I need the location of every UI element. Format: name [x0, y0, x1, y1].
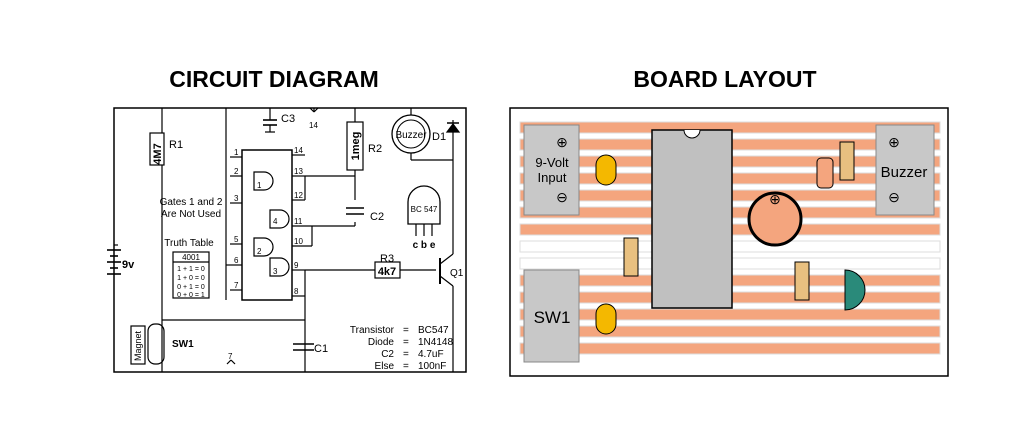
- pin-number: 9: [294, 261, 299, 270]
- truth-row: 0 + 0 = 1: [177, 292, 205, 299]
- gates-note-line1: Gates 1 and 2: [160, 197, 223, 208]
- pin-number: 2: [234, 167, 239, 176]
- minus-icon: ⊖: [888, 189, 900, 205]
- copper-strip: [519, 342, 941, 355]
- gates-note-line2: Are Not Used: [161, 209, 221, 220]
- magnet-label: Magnet: [133, 330, 143, 361]
- board-layout-title: BOARD LAYOUT: [633, 66, 817, 92]
- pin-number: 1: [234, 148, 239, 157]
- transistor-body-label: BC 547: [411, 205, 438, 214]
- pin-number: 13: [294, 167, 303, 176]
- c3-ref: C3: [281, 113, 295, 125]
- pin-number: 11: [294, 217, 303, 226]
- q1-ref: Q1: [450, 268, 464, 279]
- input-terminal: [523, 124, 580, 216]
- c1-ref: C1: [314, 343, 328, 355]
- gate-number: 4: [273, 217, 278, 226]
- copper-strip: [519, 325, 941, 338]
- parts-name: Else: [375, 361, 395, 372]
- input-label-line2: Input: [538, 170, 567, 185]
- resistor: [839, 141, 855, 181]
- buzzer-terminal: [875, 124, 935, 216]
- battery-label: 9v: [122, 259, 135, 271]
- pin7-bottom: 7: [228, 352, 233, 361]
- board-layout: 9-Volt Input ⊕ ⊖ Buzzer ⊕ ⊖ SW1 ⊕: [509, 107, 949, 377]
- r1-value: 4M7: [152, 143, 164, 164]
- circuit-diagram-title: CIRCUIT DIAGRAM: [169, 66, 379, 92]
- parts-eq: =: [403, 337, 409, 348]
- truth-row: 1 + 0 = 0: [177, 275, 205, 282]
- pin-number: 5: [234, 235, 239, 244]
- parts-name: Transistor: [350, 325, 395, 336]
- transistor: [844, 269, 866, 311]
- switch-terminal: [523, 269, 580, 363]
- truth-table-head: 4001: [182, 253, 200, 262]
- parts-name: Diode: [368, 337, 395, 348]
- parts-eq: =: [403, 325, 409, 336]
- plus-icon: ⊕: [556, 134, 568, 150]
- gate-number: 3: [273, 267, 278, 276]
- circuit-diagram: [107, 107, 467, 373]
- plus-icon: ⊕: [888, 134, 900, 150]
- diode: [816, 157, 834, 189]
- transistor-pins: c b e: [413, 240, 436, 251]
- pin-number: 7: [234, 281, 239, 290]
- capacitor: [595, 303, 617, 335]
- buzzer-label: Buzzer: [395, 130, 427, 141]
- circuit-labels: 4M7 R1 C3 14 1meg R2 Buzzer D1 C2 BC 547…: [122, 113, 464, 372]
- electrolytic-capacitor: [747, 191, 803, 247]
- ic-chip: [651, 129, 733, 309]
- copper-strip: [519, 308, 941, 321]
- resistor: [623, 237, 639, 277]
- parts-eq: =: [403, 349, 409, 360]
- gate-number: 2: [257, 247, 262, 256]
- pin14-top: 14: [309, 121, 318, 130]
- pin-number: 6: [234, 256, 239, 265]
- capacitor: [595, 154, 617, 186]
- r1-ref: R1: [169, 139, 183, 151]
- d1-ref: D1: [432, 131, 446, 143]
- truth-row: 1 + 1 = 0: [177, 266, 205, 273]
- buzzer-terminal-label: Buzzer: [881, 164, 928, 181]
- gate-number: 1: [257, 181, 262, 190]
- parts-value: 1N4148: [418, 337, 453, 348]
- parts-name: C2: [381, 349, 394, 360]
- truth-table-title: Truth Table: [164, 238, 214, 249]
- pin-number: 3: [234, 194, 239, 203]
- switch-terminal-label: SW1: [534, 308, 571, 327]
- r2-ref: R2: [368, 143, 382, 155]
- parts-value: 4.7uF: [418, 349, 444, 360]
- parts-eq: =: [403, 361, 409, 372]
- pin-number: 10: [294, 237, 303, 246]
- r3-value: 4k7: [378, 266, 396, 278]
- parts-value: BC547: [418, 325, 449, 336]
- pin-number: 12: [294, 191, 303, 200]
- truth-row: 0 + 1 = 0: [177, 284, 205, 291]
- ic-notch: [683, 129, 701, 139]
- pin-number: 8: [294, 287, 299, 296]
- c2-ref: C2: [370, 211, 384, 223]
- pin-number: 14: [294, 146, 303, 155]
- resistor: [794, 261, 810, 301]
- plus-icon: ⊕: [769, 191, 781, 207]
- input-label-line1: 9-Volt: [535, 155, 569, 170]
- switch-label: SW1: [172, 339, 194, 350]
- parts-value: 100nF: [418, 361, 446, 372]
- r3-ref: R3: [380, 253, 394, 265]
- r2-value: 1meg: [350, 132, 362, 161]
- minus-icon: ⊖: [556, 189, 568, 205]
